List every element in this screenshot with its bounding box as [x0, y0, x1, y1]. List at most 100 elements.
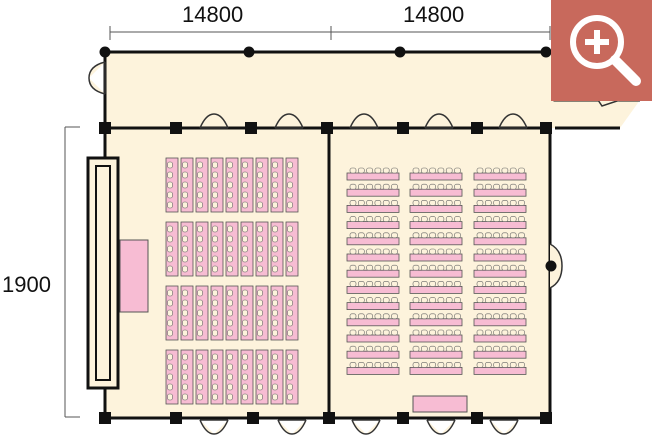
chair	[197, 393, 203, 401]
chair	[366, 216, 373, 222]
chair	[429, 297, 436, 303]
chair	[257, 171, 263, 179]
column	[397, 412, 409, 424]
chair	[242, 309, 248, 317]
theater-table	[409, 285, 463, 294]
chair	[167, 245, 173, 253]
chair	[382, 345, 390, 352]
chair	[454, 313, 461, 320]
column	[471, 412, 483, 424]
chair	[349, 313, 357, 320]
chair	[167, 235, 173, 243]
chair	[357, 200, 365, 206]
chair	[167, 181, 173, 189]
theater-table	[409, 350, 463, 359]
chair	[242, 299, 248, 307]
chair	[349, 345, 357, 352]
chair	[257, 161, 263, 169]
chair	[197, 235, 203, 243]
chair	[197, 171, 203, 179]
dimension-left: 1900	[2, 272, 51, 297]
chair	[493, 297, 500, 303]
chair	[257, 373, 263, 381]
chair	[182, 363, 188, 371]
chair	[197, 329, 203, 337]
chair	[429, 264, 436, 271]
chair	[437, 345, 445, 352]
theater-table	[473, 334, 527, 343]
zoom-in-icon	[570, 15, 641, 86]
column	[170, 122, 182, 134]
chair	[242, 329, 248, 337]
chair	[454, 167, 461, 174]
chair	[287, 373, 293, 381]
chair	[197, 373, 203, 381]
chair	[287, 353, 293, 361]
chair	[212, 265, 218, 273]
chair	[445, 167, 453, 174]
chair	[167, 191, 173, 199]
chair	[257, 363, 263, 371]
zoom-button[interactable]	[551, 0, 652, 101]
chair	[501, 329, 509, 336]
chair	[272, 363, 278, 371]
chair	[272, 373, 278, 381]
chair	[257, 383, 263, 391]
chair	[242, 225, 248, 233]
chair	[197, 265, 203, 273]
chair	[445, 297, 453, 303]
chair	[349, 297, 357, 303]
chair	[227, 363, 233, 371]
chair	[212, 319, 218, 327]
theater-table	[346, 221, 400, 230]
chair	[509, 232, 517, 239]
chair	[257, 201, 263, 209]
chair	[357, 167, 365, 174]
chair	[412, 248, 420, 255]
theater-table	[409, 188, 463, 197]
chair	[445, 281, 453, 287]
theater-table	[409, 269, 463, 278]
chair	[227, 329, 233, 337]
chair	[420, 248, 428, 255]
chair	[366, 313, 373, 320]
chair	[272, 161, 278, 169]
chair	[242, 201, 248, 209]
chair	[197, 191, 203, 199]
chair	[242, 181, 248, 189]
chair	[437, 167, 445, 174]
chair	[272, 329, 278, 337]
chair	[182, 161, 188, 169]
theater-table	[346, 318, 400, 327]
theater-table	[473, 237, 527, 246]
chair	[167, 393, 173, 401]
chair	[476, 248, 484, 255]
chair	[167, 289, 173, 297]
chair	[420, 329, 428, 336]
chair	[374, 313, 382, 320]
chair	[167, 161, 173, 169]
chair	[212, 255, 218, 263]
chair	[242, 171, 248, 179]
chair	[182, 255, 188, 263]
chair	[197, 363, 203, 371]
chair	[476, 362, 484, 368]
chair	[391, 313, 398, 320]
chair	[501, 264, 509, 271]
chair	[212, 353, 218, 361]
theater-table	[473, 269, 527, 278]
chair	[197, 299, 203, 307]
chair	[420, 362, 428, 368]
podium-left	[119, 239, 149, 313]
chair	[272, 255, 278, 263]
chair	[349, 167, 357, 174]
chair	[212, 171, 218, 179]
theater-table	[473, 204, 527, 213]
chair	[167, 353, 173, 361]
chair	[518, 281, 525, 287]
chair	[484, 232, 492, 239]
chair	[484, 248, 492, 255]
chair	[227, 393, 233, 401]
door	[88, 61, 106, 95]
chair	[212, 299, 218, 307]
